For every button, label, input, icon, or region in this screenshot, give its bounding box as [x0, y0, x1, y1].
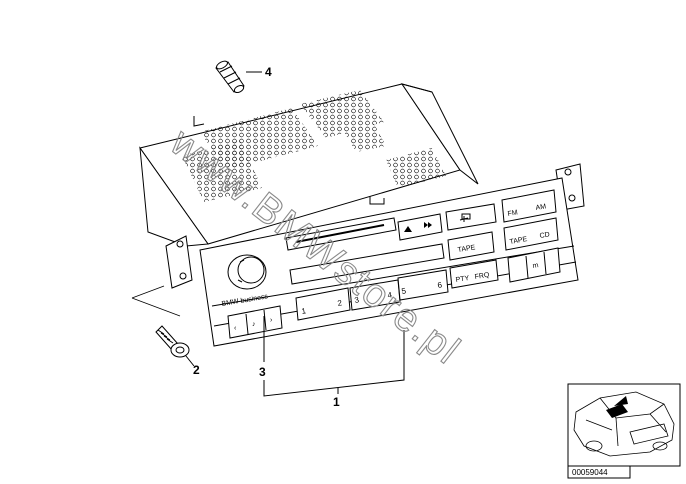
bracket-line-1 [263, 330, 405, 397]
preset-buttons [295, 269, 449, 321]
callout-4: 4 [265, 65, 272, 79]
preset-3-label: 3 [354, 295, 360, 305]
location-thumbnail [567, 383, 681, 479]
callout-1: 1 [333, 395, 340, 409]
fm-am-button [501, 189, 557, 223]
tape-cd-button [503, 217, 559, 251]
tape-button-label: TAPE [457, 244, 476, 254]
model-label: business [240, 293, 269, 305]
callout-2: 2 [193, 363, 200, 377]
pty-frq-button [449, 259, 499, 289]
preset-4-label: 4 [387, 290, 393, 300]
cd-label: CD [539, 231, 550, 240]
svg-text:‹: ‹ [234, 325, 237, 332]
svg-text:♪: ♪ [252, 321, 256, 328]
preset-6-label: 6 [437, 280, 443, 290]
diagram-reference-number: 00059044 [572, 468, 608, 477]
transport-buttons [397, 203, 497, 241]
frq-label: FRQ [474, 272, 490, 281]
volume-knob [227, 254, 267, 290]
left-mounting-bracket [165, 235, 193, 289]
preset-5-label: 5 [401, 286, 407, 296]
callout-3: 3 [259, 365, 266, 379]
leader-line-2b [185, 355, 195, 367]
m-button-label: m [532, 262, 539, 270]
leader-line-2 [131, 285, 181, 317]
preset-2-label: 2 [337, 298, 343, 308]
pty-label: PTY [455, 275, 470, 284]
preset-1-label: 1 [301, 306, 307, 316]
tone-button-cluster: ‹ ♪ › [227, 305, 283, 339]
am-label: AM [535, 203, 547, 212]
fm-label: FM [507, 209, 518, 218]
screw-part [155, 325, 190, 358]
svg-text:›: › [270, 317, 273, 324]
guide-pin-part [215, 60, 245, 94]
m-rocker-button [507, 247, 561, 283]
tape-label: TAPE [509, 236, 528, 246]
tape-button [447, 231, 495, 261]
radio-housing [139, 83, 479, 247]
brand-label: BMW [221, 298, 239, 308]
